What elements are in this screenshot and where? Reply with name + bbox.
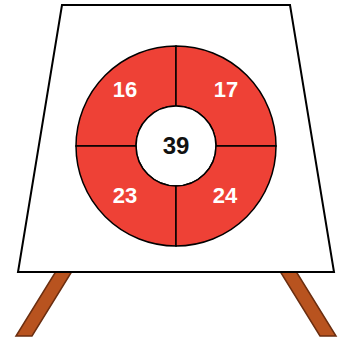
score-number: 39 xyxy=(163,134,190,158)
score-number: 24 xyxy=(213,185,237,207)
easel-leg xyxy=(278,268,336,336)
ring-segment-outline xyxy=(176,146,276,246)
score-number: 16 xyxy=(113,79,137,101)
ring-segment-outline xyxy=(76,146,176,246)
easel-leg xyxy=(16,268,74,336)
ring-segment: 23 xyxy=(76,146,176,246)
target-board xyxy=(18,5,334,272)
score-number: 17 xyxy=(214,79,238,101)
score-number: 23 xyxy=(113,185,137,207)
ring-segment: 24 xyxy=(176,146,276,246)
